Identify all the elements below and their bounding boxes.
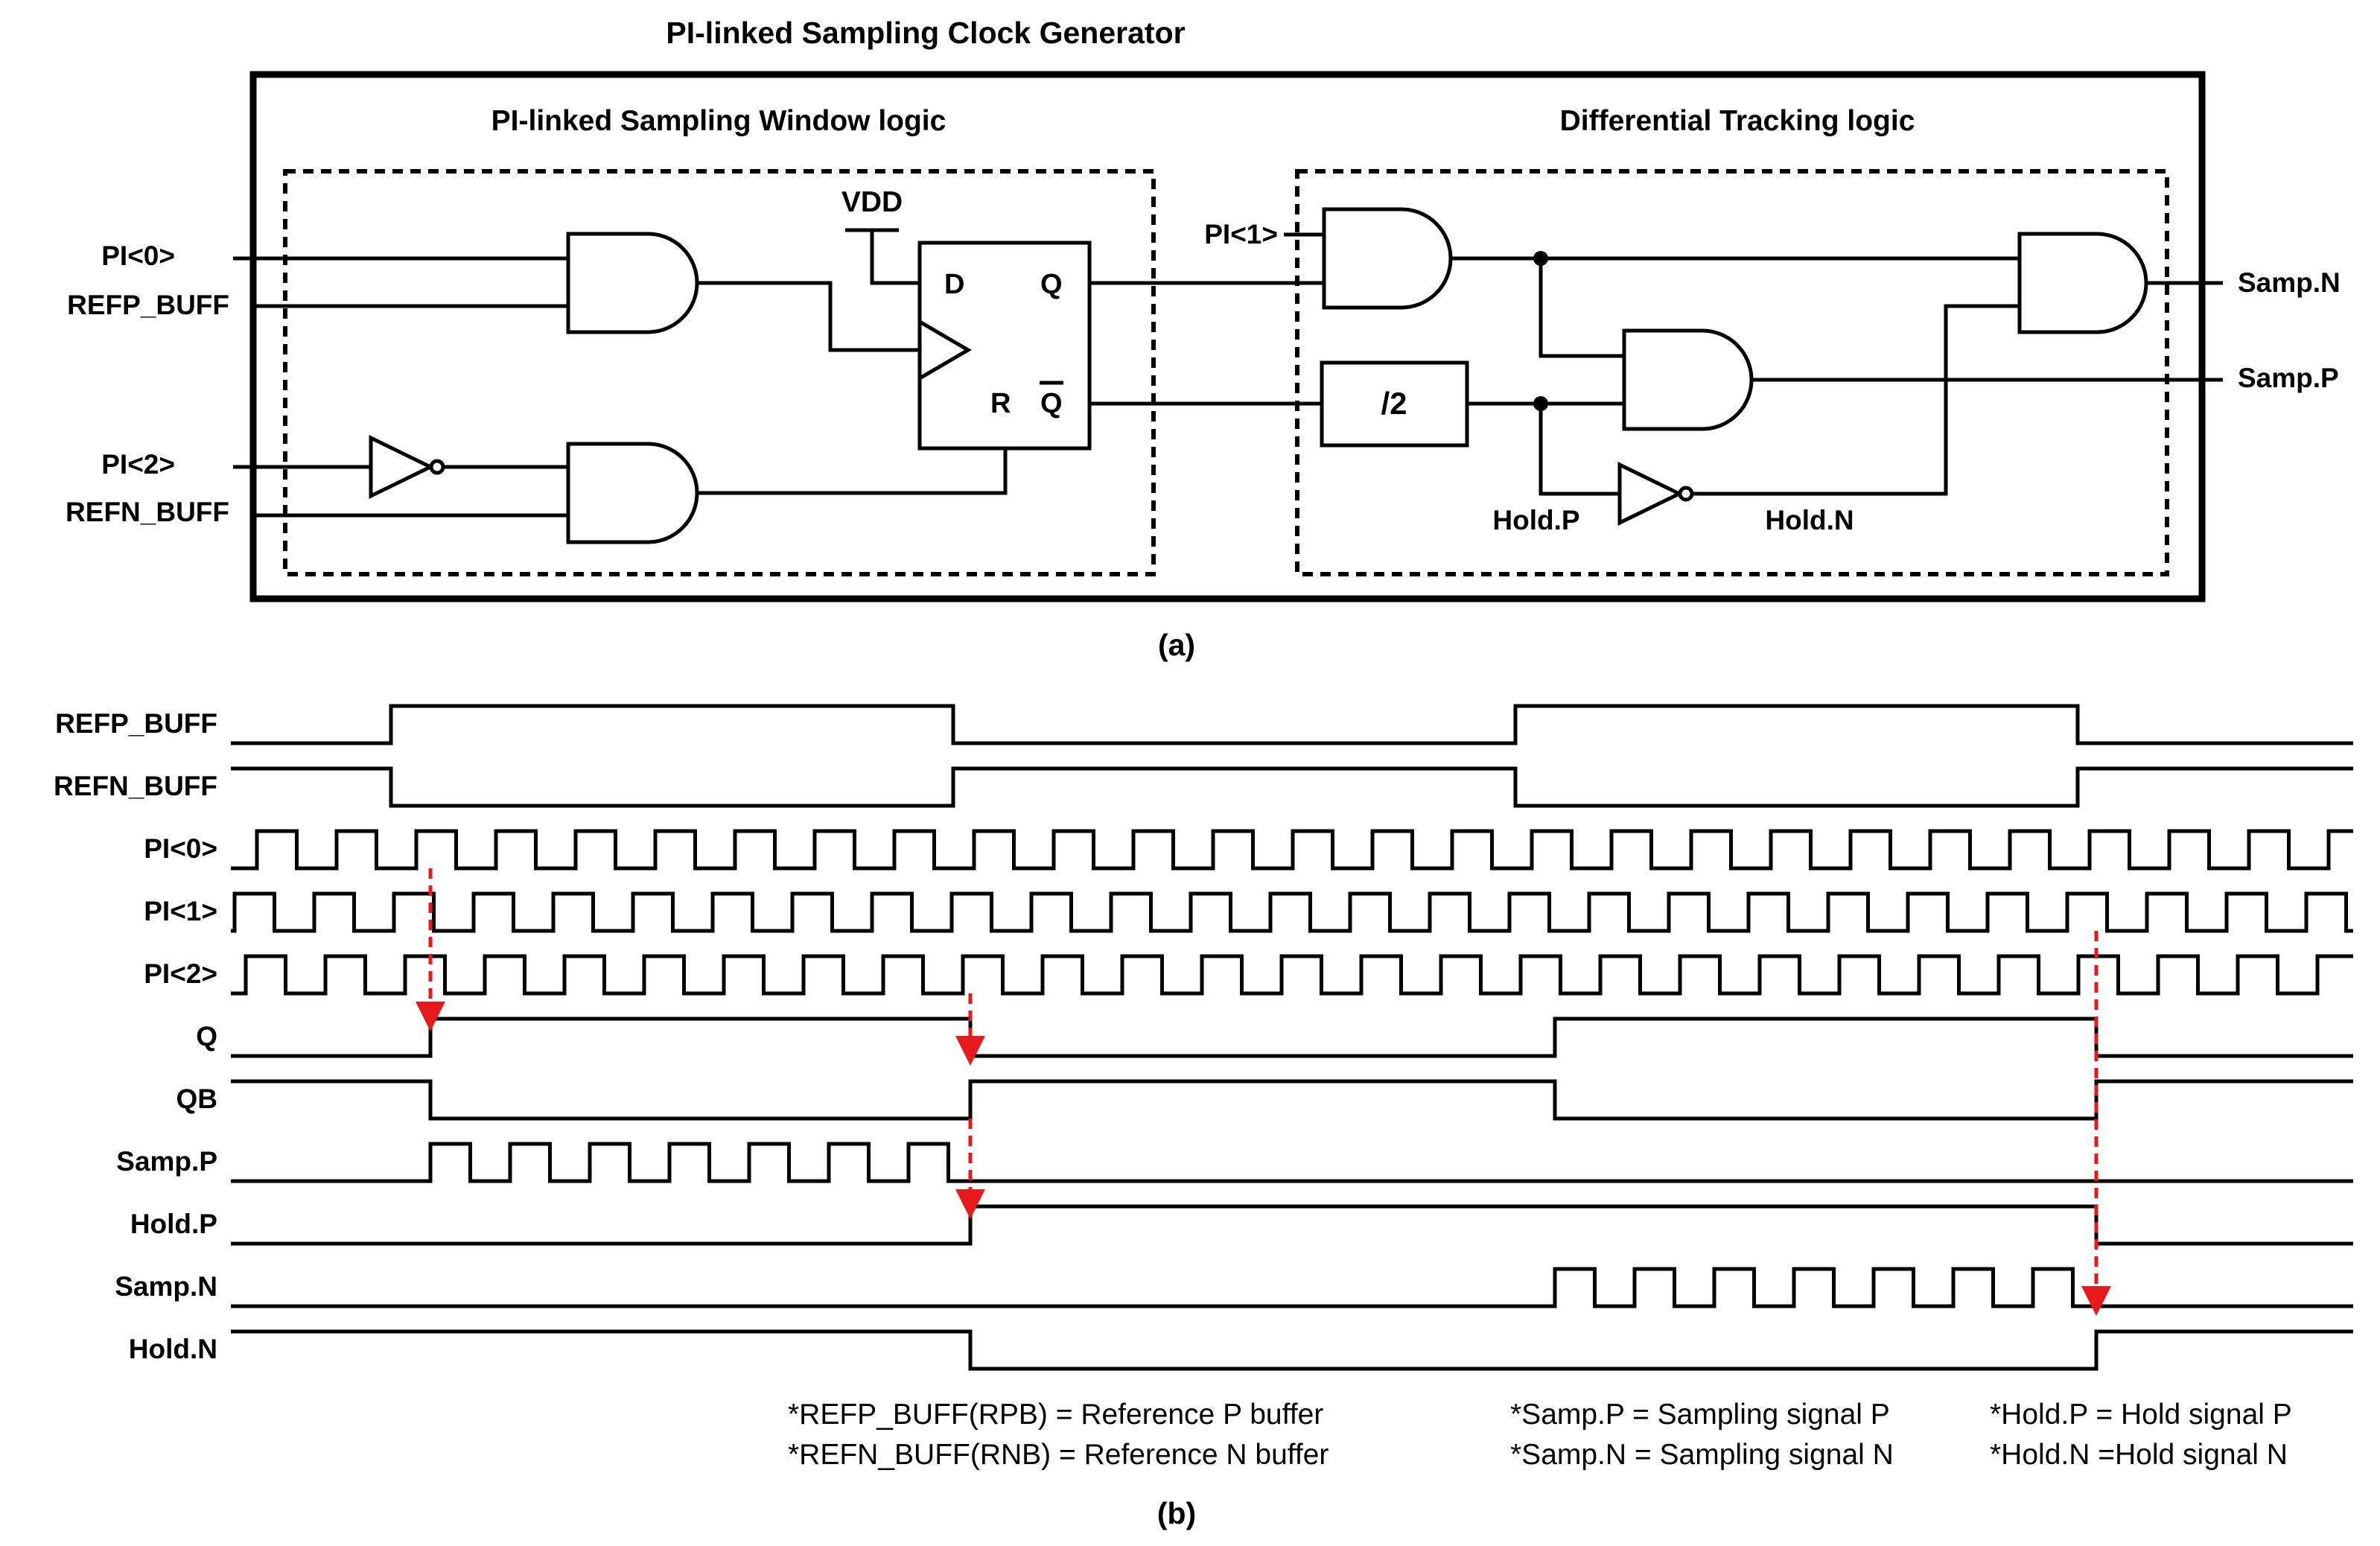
flip-flop-q-label: Q <box>1040 269 1063 300</box>
figure-title: PI-linked Sampling Clock Generator <box>666 16 1185 50</box>
d-flip-flop <box>917 241 1092 451</box>
wire-and2-to-reset <box>697 448 1008 495</box>
note-hold-n: *Hold.N =Hold signal N <box>1990 1439 2288 1471</box>
window-logic-block <box>283 169 1156 576</box>
and-gate-2 <box>566 442 699 544</box>
signal-label-refp-buff: REFP_BUFF <box>55 708 217 739</box>
junction-and3 <box>1533 251 1548 266</box>
flip-flop-d-label: D <box>944 269 964 300</box>
wire-and1-to-clk <box>697 281 920 352</box>
waveform-hold-n <box>231 1329 2353 1371</box>
hold-p-label: Hold.P <box>1492 505 1579 535</box>
tracking-logic-block <box>1295 169 2169 576</box>
signal-label-qb: QB <box>176 1084 218 1114</box>
inverter-pi2-bubble <box>429 459 445 475</box>
signal-label-hold-p: Hold.P <box>130 1209 217 1239</box>
signal-label-pi-0: PI<0> <box>144 833 217 864</box>
flip-flop-r-label: R <box>990 388 1011 419</box>
inverter-hold-bubble <box>1678 486 1694 502</box>
and-gate-1 <box>566 232 699 334</box>
signal-label-q: Q <box>196 1021 217 1052</box>
signal-label-pi-1: PI<1> <box>144 896 217 926</box>
flip-flop-clock-triangle <box>918 319 972 381</box>
signal-label-samp-p: Samp.P <box>116 1146 217 1177</box>
hold-n-label: Hold.N <box>1765 505 1854 535</box>
waveform-qb <box>231 1079 2353 1121</box>
inverter-pi2 <box>369 435 435 499</box>
signal-label-pi-2: PI<2> <box>144 958 217 989</box>
waveform-refn-buff <box>231 766 2353 808</box>
divider-label: /2 <box>1381 386 1407 421</box>
window-block-title: PI-linked Sampling Window logic <box>491 105 946 137</box>
waveform-samp-n <box>231 1267 2353 1308</box>
wire-hold-p <box>1539 404 1620 496</box>
caption-b: (b) <box>1157 1496 1196 1530</box>
input-label-pi2: PI<2> <box>101 449 175 480</box>
input-label-refn-buff: REFN_BUFF <box>66 497 229 527</box>
legend-notes: *REFP_BUFF(RPB) = Reference P buffer *RE… <box>788 1399 2292 1471</box>
note-hold-p: *Hold.P = Hold signal P <box>1990 1399 2292 1431</box>
waveform-q <box>231 1017 2353 1058</box>
note-refn: *REFN_BUFF(RNB) = Reference N buffer <box>788 1439 1329 1471</box>
flip-flop-qbar-label: Q <box>1040 388 1063 419</box>
and-gate-5 <box>2017 232 2148 334</box>
schematic: PI-linked Sampling Window logic Differen… <box>66 71 2341 602</box>
note-samp-n: *Samp.N = Sampling signal N <box>1510 1439 1894 1471</box>
output-label-samp-n: Samp.N <box>2238 267 2341 298</box>
waveform-pi-1 <box>231 891 2353 933</box>
input-label-refp-buff: REFP_BUFF <box>67 290 229 320</box>
inverter-hold <box>1617 462 1684 526</box>
outer-block <box>249 71 2206 602</box>
note-samp-p: *Samp.P = Sampling signal P <box>1510 1399 1890 1431</box>
waveform-hold-p <box>231 1204 2353 1246</box>
vdd-label: VDD <box>841 186 903 218</box>
wire-hold-n <box>1692 304 2020 496</box>
tracking-block-title: Differential Tracking logic <box>1560 105 1915 137</box>
pi1-label: PI<1> <box>1204 219 1278 249</box>
and-gate-3 <box>1322 207 1453 310</box>
waveform-pi-0 <box>231 829 2353 871</box>
waveform-pi-2 <box>231 954 2353 996</box>
signal-label-refn-buff: REFN_BUFF <box>54 771 217 801</box>
signal-label-samp-n: Samp.N <box>115 1271 217 1302</box>
output-label-samp-p: Samp.P <box>2238 363 2339 393</box>
input-label-pi0: PI<0> <box>101 241 175 271</box>
wire-vdd-to-d <box>870 230 920 285</box>
wire-tap-to-and4 <box>1539 258 1624 358</box>
waveform-refp-buff <box>231 704 2353 745</box>
caption-a: (a) <box>1158 628 1195 662</box>
note-refp: *REFP_BUFF(RPB) = Reference P buffer <box>788 1399 1323 1431</box>
waveform-samp-p <box>231 1142 2353 1183</box>
timing-diagram: REFP_BUFF REFN_BUFF PI<0> PI<1> PI<2> Q QB Samp… <box>54 704 2353 1371</box>
signal-label-hold-n: Hold.N <box>129 1334 217 1364</box>
and-gate-4 <box>1622 328 1754 431</box>
